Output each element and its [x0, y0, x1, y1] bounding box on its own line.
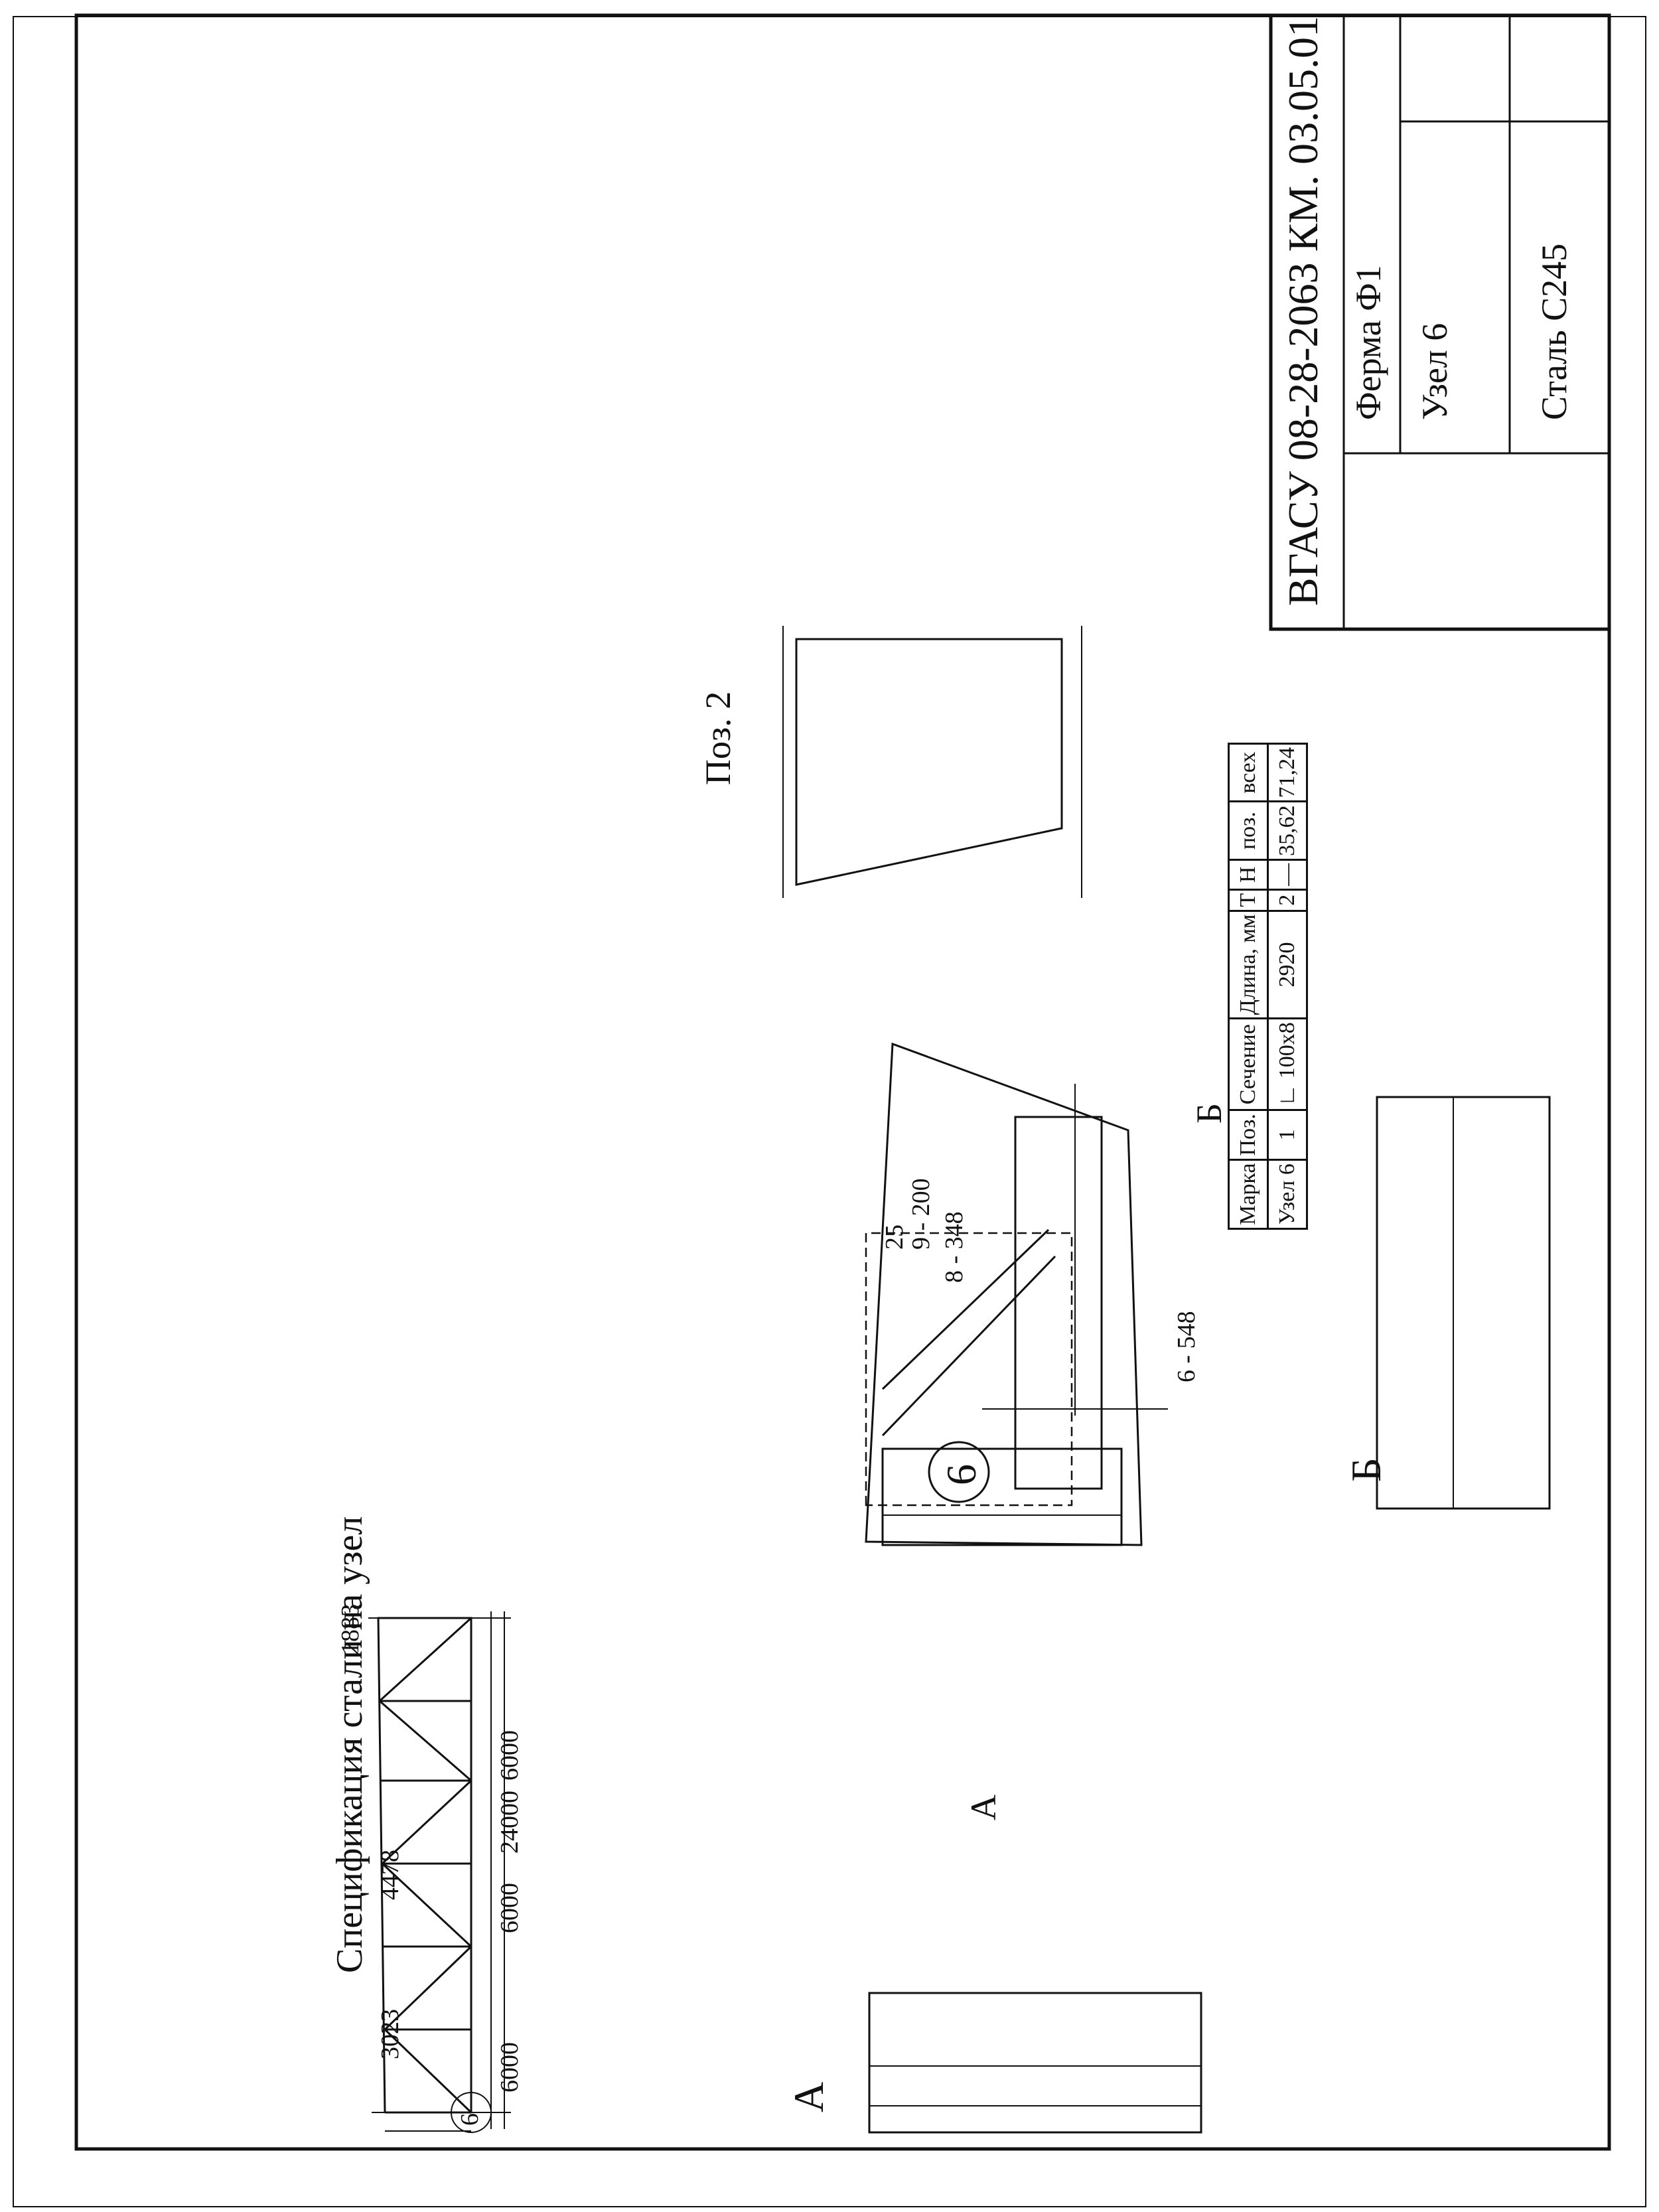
dim-diag: 4478 [376, 1850, 404, 1900]
spec-table: Марка Поз. Сечение Длина, мм Т Н поз. вс… [1228, 743, 1308, 1230]
cell-mark: Узел 6 [1267, 1159, 1307, 1229]
cell-length: 2920 [1267, 911, 1307, 1019]
cell-mall: 71,24 [1267, 743, 1307, 802]
view-b [1376, 1096, 1551, 1510]
title-block [1269, 13, 1611, 631]
dim-panel-3: 6000 [496, 1730, 524, 1781]
cell-t: 2 [1267, 889, 1307, 911]
hdr-mark: Марка [1228, 1159, 1268, 1229]
hdr-qty-n: Н [1228, 859, 1268, 890]
view-a [868, 1992, 1202, 2134]
node-dim-3: 8 - 348 [940, 1211, 968, 1283]
spec-title: Спецификация стали на узел [329, 1516, 370, 1973]
node-6-drawing [865, 1042, 1168, 1546]
stamp-title-1: Ферма Ф1 [1348, 265, 1388, 420]
arrow-b: Б [1189, 1103, 1229, 1124]
node-label: 6 [938, 1464, 985, 1485]
dim-span: 24000 [496, 1791, 524, 1854]
hdr-qty-t: Т [1228, 889, 1268, 911]
dim-panel-2: 6000 [496, 1883, 524, 1933]
view-b-label: Б [1342, 1457, 1390, 1482]
hdr-mass-all: всех [1228, 743, 1268, 802]
hdr-section: Сечение [1228, 1018, 1268, 1110]
hdr-pos: Поз. [1228, 1110, 1268, 1160]
plate-pos-2 [782, 626, 1082, 898]
node-dim-2: 9 - 200 [907, 1178, 935, 1250]
node-dim-1: 25 [881, 1224, 908, 1250]
stamp-code: ВГАСУ 08-28-2063 КМ. 03.05.01 [1279, 16, 1327, 606]
dim-chord: 3023 [376, 2009, 404, 2059]
dim-top-a: 1883 [336, 1604, 364, 1655]
cell-mpos: 35,62 [1267, 801, 1307, 860]
node-dim-4: 6 - 548 [1173, 1311, 1200, 1382]
dim-node: 6 [456, 2113, 484, 2126]
stamp-material: Сталь С245 [1534, 244, 1574, 420]
inner-frame [74, 13, 1611, 2151]
table-row: Узел 6 1 ∟ 100x8 2920 2 — 35,62 71,24 [1267, 743, 1307, 1229]
node-callout-circle [928, 1441, 990, 1503]
stamp-title-2: Узел 6 [1415, 323, 1455, 420]
arrow-a: А [964, 1795, 1003, 1820]
hdr-mass-pos: поз. [1228, 801, 1268, 860]
cell-section: ∟ 100x8 [1267, 1018, 1307, 1110]
view-a-label: А [785, 2082, 832, 2112]
cell-n: — [1267, 859, 1307, 890]
cell-pos: 1 [1267, 1110, 1307, 1160]
truss-scheme [368, 1611, 511, 2133]
dim-panel-1: 6000 [496, 2042, 524, 2093]
hdr-length: Длина, мм [1228, 911, 1268, 1019]
plate-title: Поз. 2 [698, 692, 738, 785]
